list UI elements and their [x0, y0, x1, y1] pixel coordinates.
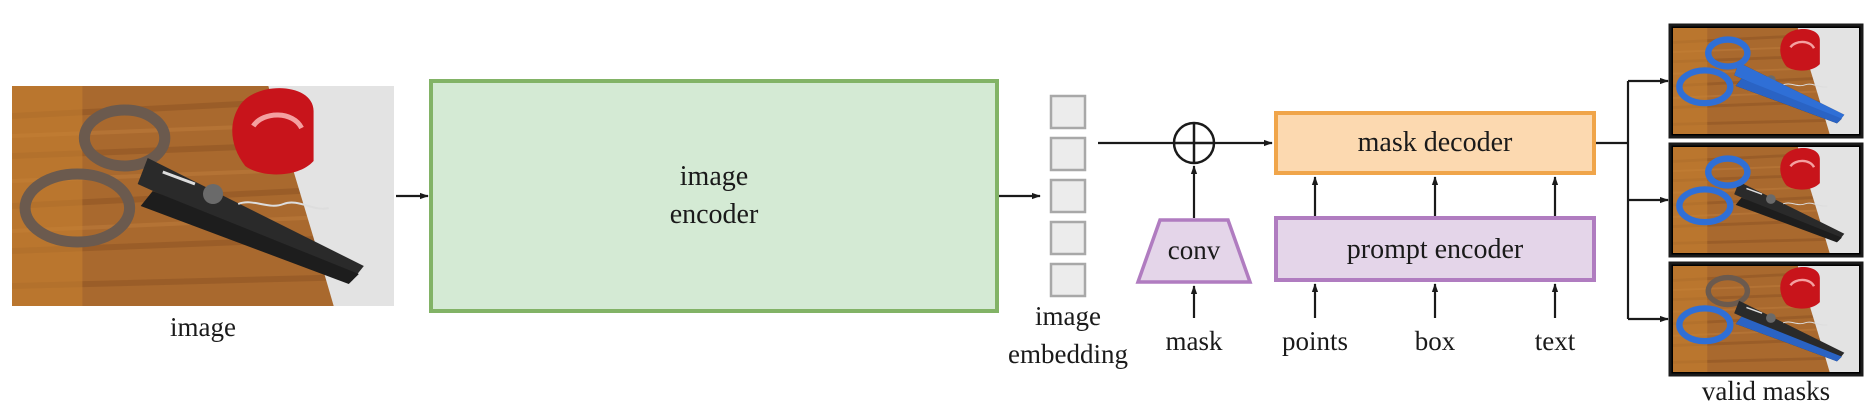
valid-mask-thumbnail	[1668, 23, 1864, 139]
valid-mask-thumbnail	[1668, 142, 1864, 258]
embedding-label-line2: embedding	[1008, 339, 1128, 369]
circle-plus-icon	[1172, 121, 1216, 165]
input-image	[12, 86, 394, 306]
embedding-cell	[1049, 136, 1087, 172]
mask-input-label: mask	[1166, 326, 1223, 356]
text-prompt-label: text	[1535, 326, 1576, 356]
points-label: points	[1282, 326, 1348, 356]
output-branch-connector	[1596, 77, 1669, 323]
conv-block	[1135, 218, 1253, 284]
embedding-label-line1: image	[1035, 301, 1101, 331]
valid-masks-label: valid masks	[1702, 376, 1830, 406]
prompt-encoder-box	[1274, 216, 1596, 282]
image-encoder-label-line2: encoder	[670, 199, 759, 230]
image-encoder-box	[429, 79, 999, 313]
embedding-cell	[1049, 94, 1087, 130]
image-encoder-label-line1: image	[680, 161, 748, 192]
prompt-encoder-label: prompt encoder	[1347, 234, 1524, 265]
image-label: image	[170, 312, 236, 342]
mask-decoder-box	[1274, 111, 1596, 175]
box-label: box	[1415, 326, 1456, 356]
embedding-cell	[1049, 220, 1087, 256]
embedding-cell	[1049, 262, 1087, 298]
image-embedding-stack	[1049, 94, 1087, 298]
mask-decoder-label: mask decoder	[1358, 127, 1513, 158]
valid-mask-thumbnail	[1668, 261, 1864, 377]
conv-label: conv	[1168, 235, 1221, 265]
embedding-cell	[1049, 178, 1087, 214]
